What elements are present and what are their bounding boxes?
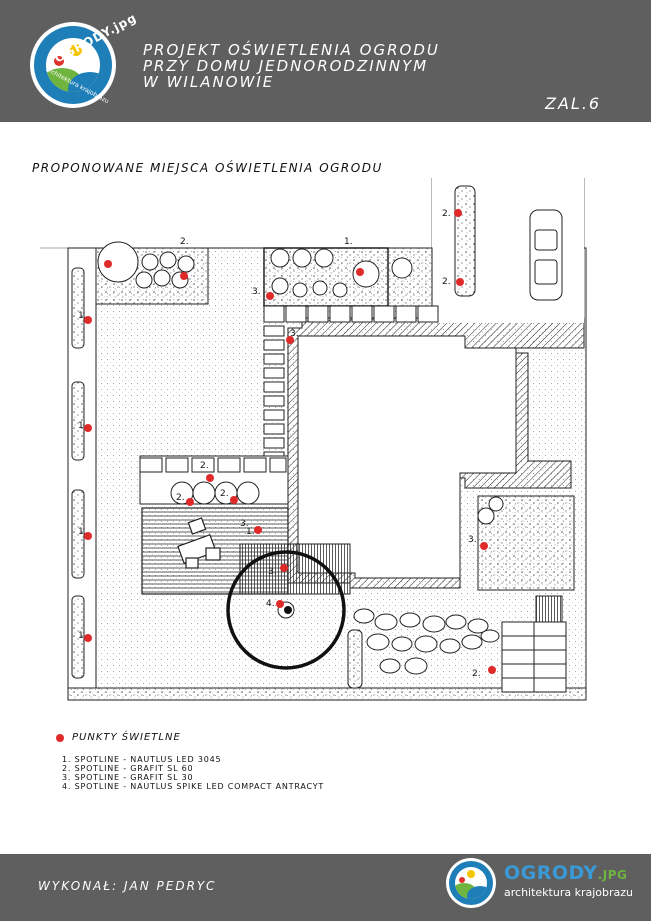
label-1-top: 1. [344,237,353,247]
left-hedge [71,267,85,679]
legend-list: 1. SPOTLINE - NAUTLUS LED 3045 2. SPOTLI… [62,755,324,791]
footer-logo-emblem [455,867,487,899]
legend-item-3: 3. SPOTLINE - GRAFIT SL 30 [62,773,194,782]
label-3-deck-top: 3. [240,519,249,529]
light-point [254,526,262,534]
light-point [488,666,496,674]
light-points [84,209,496,674]
label-3-deck: 3. [268,567,277,577]
light-point [186,498,194,506]
footer-logo-subtext: architektura krajobrazu [504,886,634,899]
project-title-line-2: przy domu jednorodzinnym [143,57,429,75]
circular-lawn [226,550,346,670]
right-paving-lines [502,622,566,692]
label-1-left-b: 1. [78,421,87,431]
light-point [84,634,92,642]
label-2-top-left: 2. [180,237,189,247]
light-point [286,336,294,344]
garden-site-plan: 1. 2. 2. 2. 3. 3. 1. 1. 1. 1. 2. 2. 2. 1… [40,178,587,701]
footer-logo-hill-blue [467,886,487,899]
label-3-path: 3. [290,329,299,339]
car-icon [529,209,563,301]
label-2-terrace-right: 2. [220,489,229,499]
house-interior [297,335,517,579]
plan-subtitle: Proponowane miejsca oświetlenia ogrodu [32,161,383,175]
right-deck [535,595,563,623]
lawn-spike-light [284,606,292,614]
light-point [84,532,92,540]
label-1-left-d: 1. [78,631,87,641]
light-point [104,260,112,268]
footer-logo-name-text: OGRODY [504,862,598,884]
footer-logo-sun [467,870,475,878]
footer-band: Wykonał: Jan Pedryc [0,854,651,921]
light-point [276,600,284,608]
label-3-top: 3. [252,287,261,297]
label-2-terrace-left: 2. [176,493,185,503]
logo-hill-blue [68,72,100,92]
legend-item-2: 2. SPOTLINE - GRAFIT SL 60 [62,764,194,773]
terrace-slab-grid [139,457,287,473]
attachment-number: ZAL.6 [545,94,602,113]
light-point [266,292,274,300]
label-2-bottom-right: 2. [472,669,481,679]
header-band: OGRODY.jpg architektura krajobrazu Proje… [0,0,651,122]
stepping-stones [353,608,500,675]
ogrody-logo: OGRODY.jpg architektura krajobrazu [30,10,139,108]
light-point [84,424,92,432]
legend-title: Punkty świetlne [72,732,181,743]
label-2-terrace: 2. [200,461,209,471]
logo-dot [54,56,64,66]
label-2-drive-2: 2. [442,277,451,287]
paving-row [263,305,439,323]
light-point [356,268,364,276]
terrace-plants [170,481,260,505]
garden-furniture-icon [177,517,221,569]
label-1-left-c: 1. [78,527,87,537]
shrubs [97,241,413,298]
light-point [84,316,92,324]
project-title-line-1: Projekt oświetlenia ogrodu [143,41,440,59]
light-point [454,209,462,217]
label-4-center: 4. [266,599,275,609]
legend-item-1: 1. SPOTLINE - NAUTLUS LED 3045 [62,755,222,764]
light-point [456,278,464,286]
top-right-bed [387,247,433,307]
lower-hedge [347,629,363,689]
label-1-left-a: 1. [78,311,87,321]
label-3-right: 3. [468,535,477,545]
logo-sun [70,44,82,56]
legend-light-point-icon [56,734,64,742]
logo-emblem-icon [46,38,100,92]
light-point [480,542,488,550]
project-title: Projekt oświetlenia ogrodu przy domu jed… [143,42,440,90]
right-garden-bed [477,495,575,591]
footer-logo-dot [459,877,465,883]
footer-logo-icon [446,858,496,908]
light-point [180,272,188,280]
label-1-deck: 1. [246,527,255,537]
light-point [206,474,214,482]
label-2-drive-1: 2. [442,209,451,219]
author-credit: Wykonał: Jan Pedryc [38,879,217,893]
legend-item-4: 4. SPOTLINE - NAUTLUS SPIKE LED COMPACT … [62,782,325,791]
project-title-line-3: w Wilanowie [143,73,275,91]
right-shrubs [477,496,504,525]
light-point [280,564,288,572]
bottom-border-strip [67,687,587,701]
footer-logo-name: OGRODY.JPG [504,862,627,884]
light-point [230,496,238,504]
footer-logo-ext: .JPG [597,868,628,882]
